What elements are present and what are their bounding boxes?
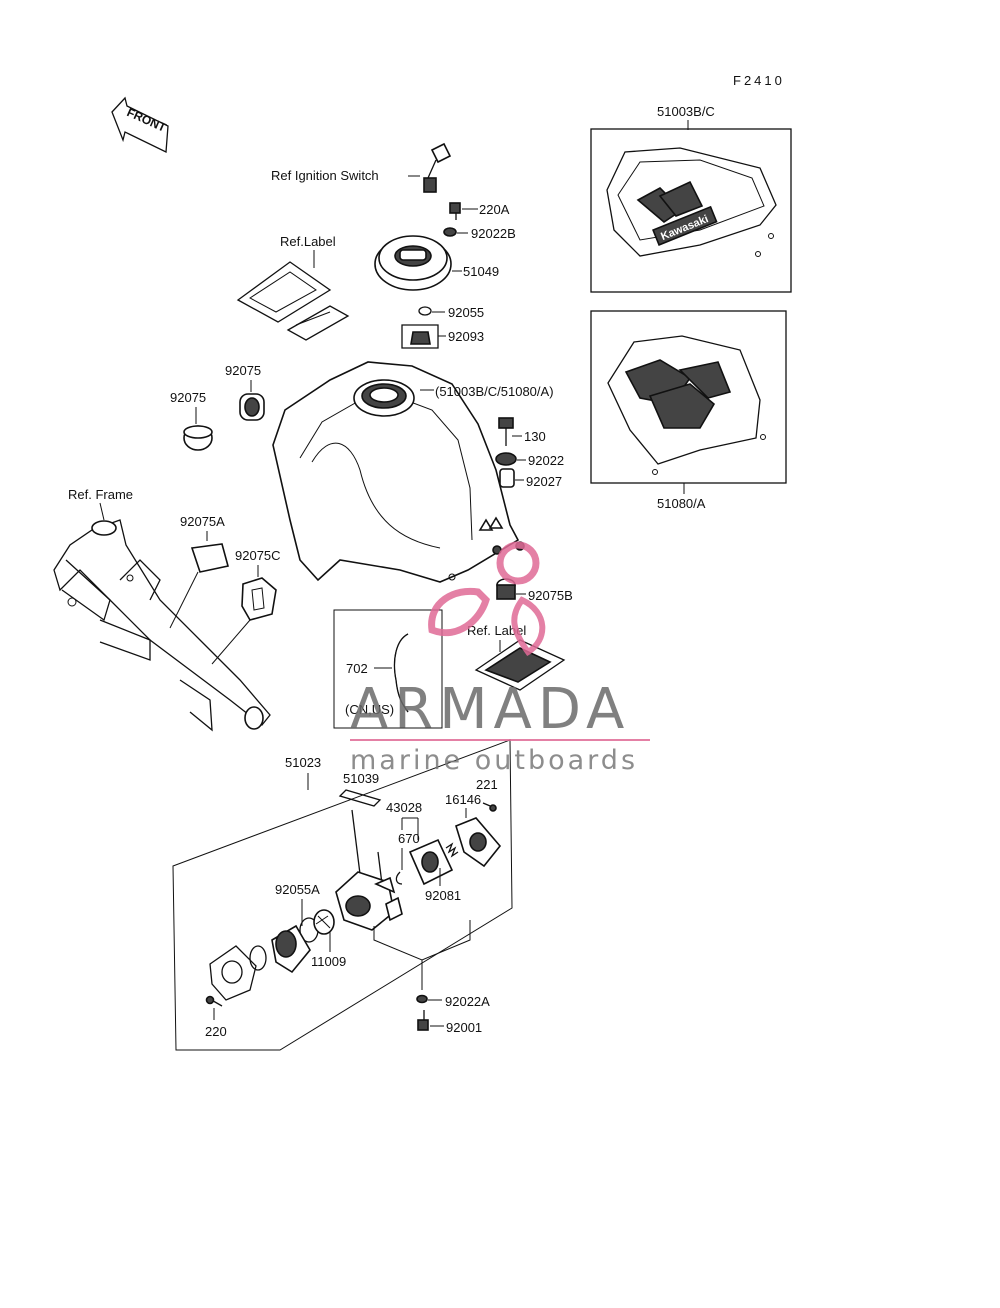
callout-51003bc-top: 51003B/C — [657, 104, 715, 119]
callout-92055: 92055 — [448, 305, 484, 320]
watermark-tagline: marine outboards — [350, 745, 638, 776]
callout-92075c: 92075C — [235, 548, 281, 563]
callout-702: 702 — [346, 661, 368, 676]
ref-ignition-switch: Ref Ignition Switch — [271, 168, 379, 183]
callout-92022: 92022 — [528, 453, 564, 468]
callout-670: 670 — [398, 831, 420, 846]
filter-11009 — [313, 909, 335, 935]
callout-92081: 92081 — [425, 888, 461, 903]
callout-43028: 43028 — [386, 800, 422, 815]
callout-220a: 220A — [479, 202, 510, 217]
diaphragm-43028 — [408, 838, 454, 886]
tank-decal-bottom — [607, 335, 766, 475]
bolt-220a — [449, 202, 461, 220]
callout-cn-us: (CN,US) — [345, 702, 394, 717]
callout-11009: 11009 — [311, 954, 346, 969]
callout-51039: 51039 — [343, 771, 379, 786]
decal-box-bottom — [590, 310, 787, 484]
screw-221 — [482, 802, 497, 812]
callout-tank: (51003B/C/51080/A) — [435, 384, 554, 399]
front-arrow-icon: FRONT — [111, 96, 169, 154]
callout-92093: 92093 — [448, 329, 484, 344]
spring-92081 — [445, 842, 459, 858]
callout-130: 130 — [524, 429, 546, 444]
hose-box — [333, 609, 443, 729]
label-sheet-bottom — [474, 639, 566, 691]
o-ring-670 — [395, 871, 403, 885]
callout-92075b: 92075B — [528, 588, 573, 603]
callout-221: 221 — [476, 777, 498, 792]
gasket-51039 — [338, 789, 382, 807]
o-ring-92055 — [418, 306, 432, 316]
callout-92075-right: 92075 — [225, 363, 261, 378]
rubber-92075a — [190, 543, 229, 573]
washer-92022 — [495, 452, 517, 466]
callout-51080a-bottom: 51080/A — [657, 496, 706, 511]
callout-92055a: 92055A — [275, 882, 320, 897]
callout-51049: 51049 — [463, 264, 499, 279]
armada-logo — [428, 541, 546, 656]
callout-92022a: 92022A — [445, 994, 490, 1009]
ignition-key-icon — [423, 142, 452, 193]
front-arrow-label: FRONT — [125, 105, 169, 135]
filter-cup — [271, 924, 311, 974]
fuel-tap-group-box — [172, 739, 513, 1051]
callout-16146: 16146 — [445, 792, 481, 807]
ref-frame: Ref. Frame — [68, 487, 133, 502]
cap-gasket-92093 — [401, 324, 439, 349]
ref-label-bottom: Ref. Label — [467, 623, 526, 638]
decal-box-top — [590, 128, 792, 293]
fuel-cap-51049 — [374, 235, 452, 291]
diagram-code: F2410 — [733, 73, 785, 88]
callout-92075a: 92075A — [180, 514, 225, 529]
callout-92075-left: 92075 — [170, 390, 206, 405]
damper-92075b — [496, 578, 516, 600]
fuel-tap-body — [335, 809, 403, 931]
callout-220: 220 — [205, 1024, 227, 1039]
collar-92027 — [499, 468, 515, 488]
bolt-92001 — [417, 1010, 429, 1031]
cover-16146 — [455, 817, 502, 868]
damper-92075-right — [239, 393, 265, 421]
washer-92022a — [416, 994, 428, 1004]
bolt-130 — [498, 417, 514, 446]
fuel-tank — [272, 361, 525, 583]
callout-92001: 92001 — [446, 1020, 482, 1035]
watermark-brand: ARMADA — [350, 677, 630, 742]
frame-drawing — [53, 519, 271, 732]
callout-92027: 92027 — [526, 474, 562, 489]
damper-92075-left — [183, 425, 213, 451]
rubber-92075c — [241, 577, 277, 621]
callout-92022b: 92022B — [471, 226, 516, 241]
gasket-plate — [209, 945, 257, 1001]
callout-51023: 51023 — [285, 755, 321, 770]
tank-decal-top: Kawasaki — [606, 147, 777, 257]
screw-220 — [205, 995, 223, 1007]
ref-label-top: Ref.Label — [280, 234, 336, 249]
label-sheets-top — [236, 261, 350, 341]
washer-92022b — [443, 227, 457, 237]
seal-ring — [249, 945, 267, 971]
